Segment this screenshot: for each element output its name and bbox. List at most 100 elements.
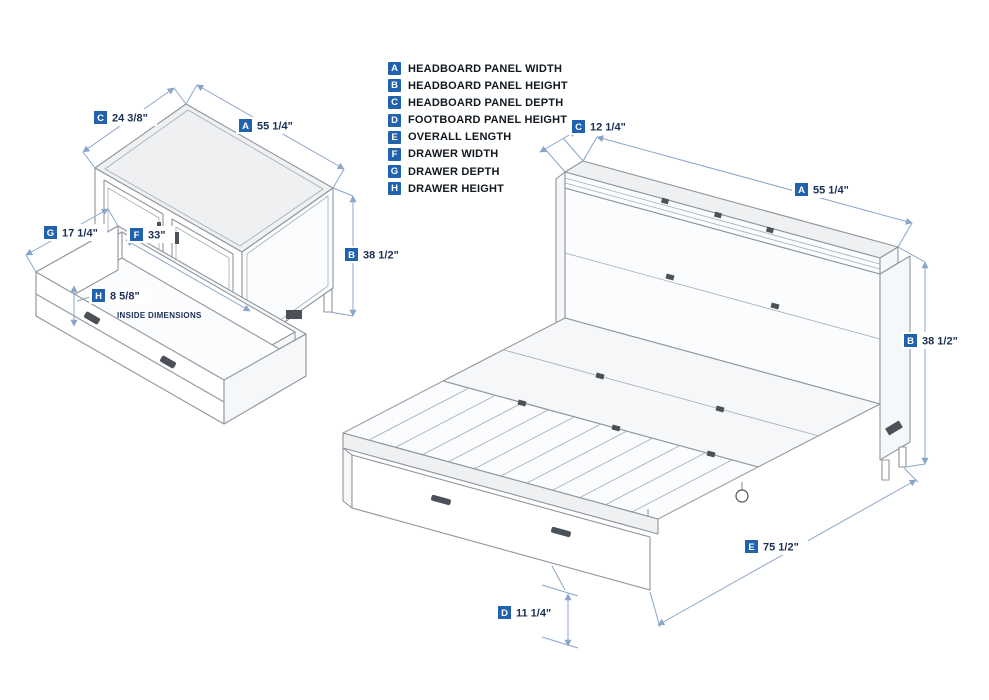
power-outlet bbox=[885, 420, 903, 436]
dim-label-open-a: A 55 1/4" bbox=[792, 181, 858, 198]
dim-label-closed-c: C 24 3/8" bbox=[91, 109, 157, 126]
svg-text:55 1/4": 55 1/4" bbox=[257, 121, 293, 133]
legend-label-d: FOOTBOARD PANEL HEIGHT bbox=[408, 114, 568, 127]
svg-text:12 1/4": 12 1/4" bbox=[590, 122, 626, 134]
dim-badge bbox=[130, 228, 143, 241]
legend-label-c: HEADBOARD PANEL DEPTH bbox=[408, 96, 564, 109]
dim-label-open-d: D 11 1/4" bbox=[495, 604, 561, 621]
legend-badge-g: G bbox=[388, 165, 401, 179]
svg-text:75 1/2": 75 1/2" bbox=[763, 542, 799, 554]
dim-open-b: B 38 1/2" bbox=[897, 246, 967, 468]
svg-text:33": 33" bbox=[148, 230, 165, 242]
legend-badge-a: A bbox=[388, 62, 401, 75]
svg-text:38 1/2": 38 1/2" bbox=[363, 250, 399, 262]
footboard-drawer-front bbox=[351, 454, 651, 591]
drawer-handle bbox=[551, 526, 571, 538]
svg-text:24 3/8": 24 3/8" bbox=[112, 113, 148, 125]
dim-badge bbox=[345, 248, 358, 261]
dim-closed-a: A 55 1/4" bbox=[185, 84, 345, 189]
svg-text:H: H bbox=[95, 291, 102, 302]
dim-badge bbox=[239, 119, 252, 132]
open-drawer-base bbox=[342, 432, 659, 591]
dim-label-closed-f: F 33" bbox=[127, 226, 175, 243]
svg-text:F: F bbox=[134, 230, 140, 241]
legend-label-g: DRAWER DEPTH bbox=[408, 165, 500, 178]
dim-badge bbox=[572, 120, 585, 133]
svg-text:E: E bbox=[748, 542, 754, 553]
deck-hinge bbox=[595, 372, 605, 380]
dim-label-closed-g: G 17 1/4" bbox=[41, 224, 107, 241]
inside-dimensions-note: INSIDE DIMENSIONS bbox=[117, 311, 202, 320]
drawer-end-face bbox=[223, 333, 307, 425]
legend-item-g: G DRAWER DEPTH bbox=[388, 165, 568, 179]
dim-label-open-e: E 75 1/2" bbox=[742, 538, 808, 555]
dim-label-closed-h: H 8 5/8" bbox=[89, 287, 151, 304]
dim-label-closed-b: B 38 1/2" bbox=[342, 246, 408, 263]
legend-badge-b: B bbox=[388, 79, 401, 93]
legend-item-b: B HEADBOARD PANEL HEIGHT bbox=[388, 79, 568, 93]
svg-text:B: B bbox=[907, 336, 914, 347]
dim-badge bbox=[904, 334, 917, 347]
drawer-front-rail bbox=[35, 293, 225, 403]
dim-closed-h: H 8 5/8" INSIDE DIMENSIONS bbox=[70, 285, 202, 327]
dim-closed-g: G 17 1/4" bbox=[25, 208, 119, 273]
open-view: C 12 1/4" A 55 1/4" bbox=[342, 118, 967, 649]
drawer-left-cap bbox=[342, 447, 353, 509]
dim-badge bbox=[795, 183, 808, 196]
dim-open-e: E 75 1/2" bbox=[649, 467, 919, 628]
dim-label-open-b: B 38 1/2" bbox=[901, 332, 967, 349]
dim-badge bbox=[44, 226, 57, 239]
legend-item-a: A HEADBOARD PANEL WIDTH bbox=[388, 62, 568, 75]
deck-hinge bbox=[715, 405, 725, 413]
dim-badge bbox=[92, 289, 105, 302]
closed-view: C 24 3/8" A 55 1/4" bbox=[25, 84, 408, 425]
legend-item-f: F DRAWER WIDTH bbox=[388, 147, 568, 161]
door-handle bbox=[175, 232, 179, 244]
headboard-right-panel bbox=[879, 255, 911, 461]
drawer-handle bbox=[160, 355, 176, 369]
svg-text:C: C bbox=[575, 122, 582, 133]
svg-text:17 1/4": 17 1/4" bbox=[62, 228, 98, 240]
legend-badge-h: H bbox=[388, 182, 401, 196]
cabinet-leg bbox=[881, 459, 890, 481]
deck-hinge bbox=[706, 450, 716, 458]
legend-item-c: C HEADBOARD PANEL DEPTH bbox=[388, 96, 568, 110]
legend-item-e: E OVERALL LENGTH bbox=[388, 130, 568, 144]
legend-item-d: D FOOTBOARD PANEL HEIGHT bbox=[388, 113, 568, 127]
legend-label-h: DRAWER HEIGHT bbox=[408, 182, 505, 195]
drawer-handle bbox=[84, 311, 100, 325]
drawer-handle bbox=[431, 494, 451, 506]
dim-closed-c: C 24 3/8" bbox=[82, 87, 187, 169]
power-outlet bbox=[286, 310, 302, 319]
legend-badge-d: D bbox=[388, 113, 401, 127]
svg-text:G: G bbox=[47, 228, 54, 239]
wall-seam bbox=[564, 252, 881, 340]
svg-text:B: B bbox=[348, 250, 355, 261]
dim-badge bbox=[498, 606, 511, 619]
dim-open-a: A 55 1/4" bbox=[582, 135, 913, 248]
dim-badge bbox=[94, 111, 107, 124]
legend-item-h: H DRAWER HEIGHT bbox=[388, 182, 568, 196]
legend: A HEADBOARD PANEL WIDTH B HEADBOARD PANE… bbox=[388, 62, 568, 196]
legend-label-a: HEADBOARD PANEL WIDTH bbox=[408, 62, 563, 75]
dim-closed-b: B 38 1/2" bbox=[329, 187, 408, 317]
svg-text:C: C bbox=[97, 113, 104, 124]
dim-label-open-c: C 12 1/4" bbox=[569, 118, 635, 135]
svg-text:11 1/4": 11 1/4" bbox=[516, 608, 551, 620]
legend-label-e: OVERALL LENGTH bbox=[408, 131, 512, 144]
rail-bracket bbox=[765, 226, 775, 234]
legend-badge-e: E bbox=[388, 130, 401, 144]
dim-label-closed-a: A 55 1/4" bbox=[236, 117, 302, 134]
svg-text:38 1/2": 38 1/2" bbox=[922, 336, 958, 348]
legend-label-b: HEADBOARD PANEL HEIGHT bbox=[408, 79, 568, 92]
svg-text:A: A bbox=[242, 121, 249, 132]
dim-open-c: C 12 1/4" bbox=[539, 118, 635, 173]
svg-text:55 1/4": 55 1/4" bbox=[813, 185, 849, 197]
deck-fold-line bbox=[503, 349, 820, 437]
dim-badge bbox=[745, 540, 758, 553]
dim-open-d: D 11 1/4" bbox=[495, 565, 579, 649]
deck-hinge bbox=[517, 399, 527, 407]
svg-text:A: A bbox=[798, 185, 805, 196]
